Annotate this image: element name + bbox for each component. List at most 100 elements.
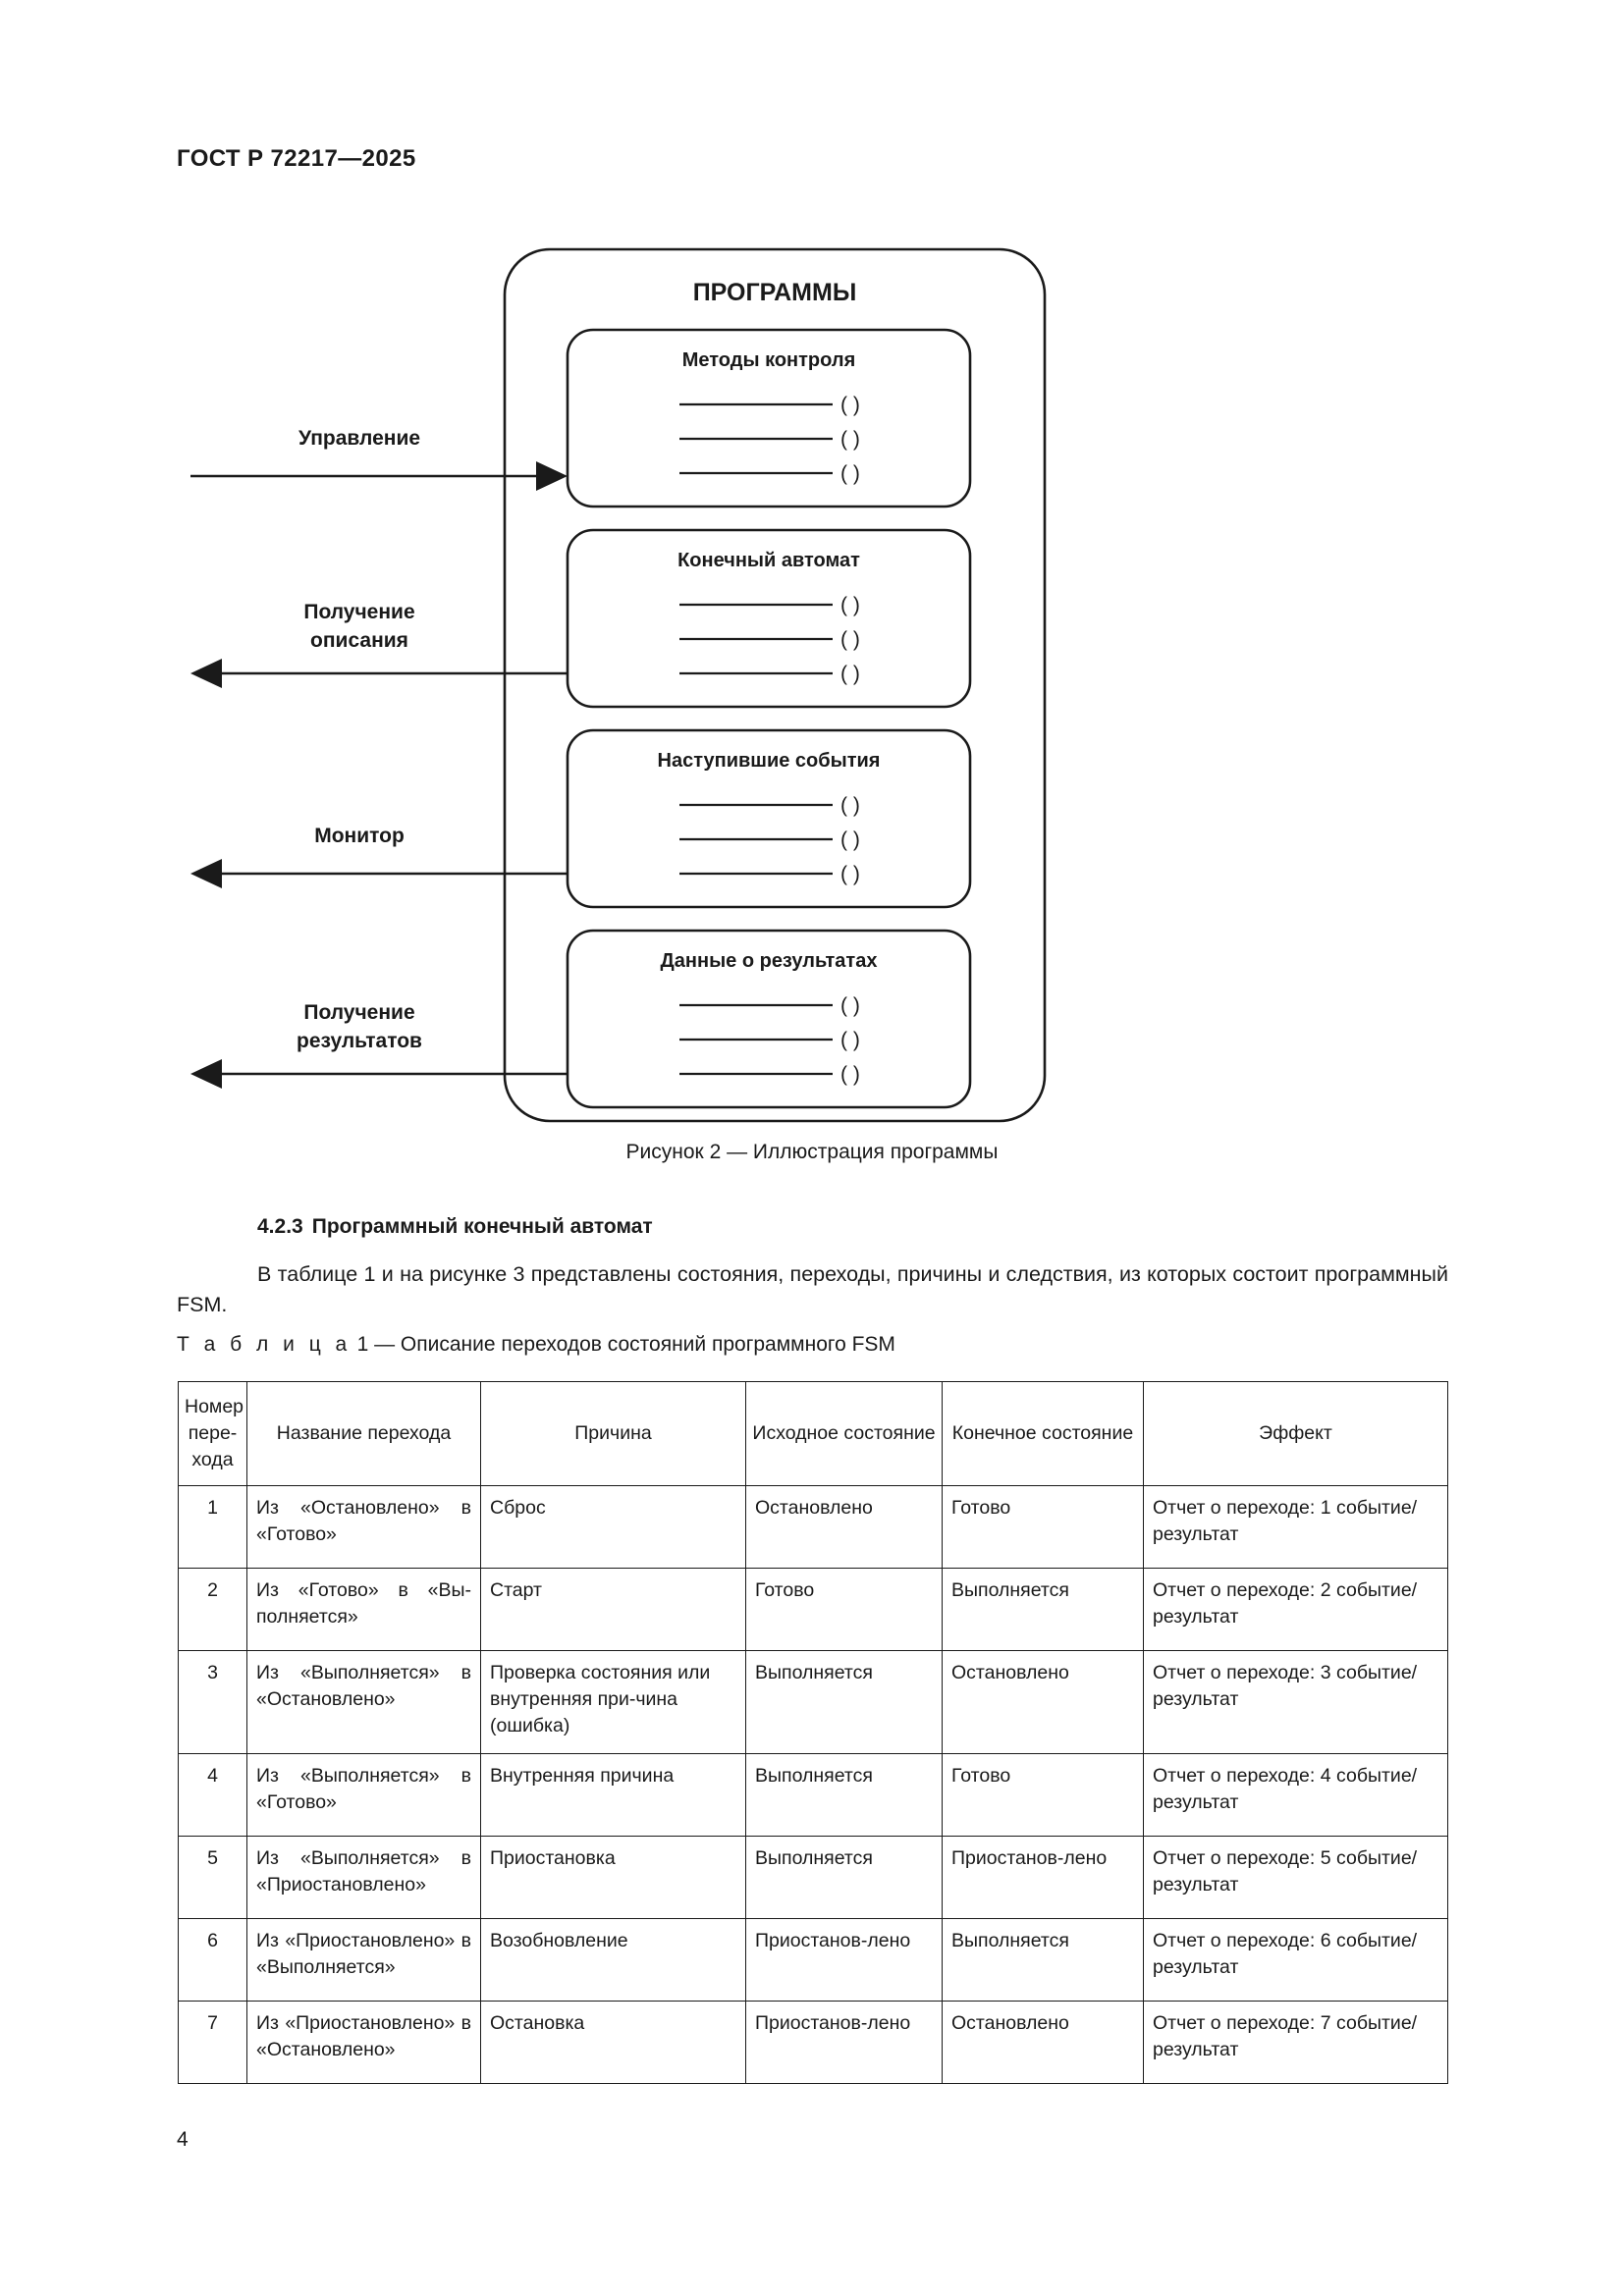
cell-cause: Старт (480, 1568, 746, 1651)
cell-cause: Сброс (480, 1485, 746, 1569)
box-dannye-o-rezultatah-slots: ( ) ( ) ( ) (679, 994, 860, 1086)
table-1-wrapper: Номер пере-хода Название перехода Причин… (178, 1381, 1448, 2084)
table-row: 3 Из «Выполняется» в «Остановлено» Прове… (178, 1650, 1448, 1754)
cell-transition-number: 7 (178, 2001, 247, 2084)
svg-text:( ): ( ) (840, 994, 860, 1017)
svg-text:( ): ( ) (840, 394, 860, 416)
arrow-poluchenie-opisaniya-label-2: описания (310, 629, 408, 652)
cell-transition-name: Из «Выполняется» в «Готово» (246, 1753, 481, 1837)
col-header-source-state: Исходное состояние (745, 1381, 943, 1486)
box-nastupivshie-sobytiya-title: Наступившие события (658, 750, 881, 772)
svg-text:( ): ( ) (840, 828, 860, 851)
cell-cause: Остановка (480, 2001, 746, 2084)
box-metody-kontrolya-shape (566, 328, 972, 508)
cell-effect: Отчет о переходе: 1 событие/результат (1143, 1485, 1448, 1569)
cell-transition-name: Из «Выполняется» в «Приостановлено» (246, 1836, 481, 1919)
cell-transition-number: 3 (178, 1650, 247, 1754)
cell-effect: Отчет о переходе: 2 событие/результат (1143, 1568, 1448, 1651)
table-row: 5 Из «Выполняется» в «Приостановлено» Пр… (178, 1836, 1448, 1919)
svg-text:( ): ( ) (840, 1063, 860, 1086)
svg-text:( ): ( ) (840, 628, 860, 651)
table-header-row: Номер пере-хода Название перехода Причин… (178, 1381, 1448, 1486)
cell-source-state: Приостанов-лено (745, 2001, 943, 2084)
figure-2-caption: Рисунок 2 — Иллюстрация программы (625, 1141, 999, 1163)
cell-transition-name: Из «Приостановлено» в «Остановлено» (246, 2001, 481, 2084)
cell-source-state: Остановлено (745, 1485, 943, 1569)
table-row: 2 Из «Готово» в «Вы-полняется» Старт Гот… (178, 1568, 1448, 1651)
svg-text:( ): ( ) (840, 462, 860, 485)
box-nastupivshie-sobytiya-slots: ( ) ( ) ( ) (679, 794, 860, 885)
cell-effect: Отчет о переходе: 6 событие/результат (1143, 1918, 1448, 2002)
page-header-standard-id: ГОСТ Р 72217—2025 (177, 145, 416, 172)
cell-target-state: Выполняется (942, 1568, 1144, 1651)
table-row: 4 Из «Выполняется» в «Готово» Внутренняя… (178, 1753, 1448, 1837)
table-row: 1 Из «Остановлено» в «Готово» Сброс Оста… (178, 1485, 1448, 1569)
cell-cause: Внутренняя причина (480, 1753, 746, 1837)
arrow-poluchenie-rezultatov-label-1: Получение (303, 1001, 414, 1024)
cell-source-state: Выполняется (745, 1836, 943, 1919)
clause-number: 4.2.3 (257, 1215, 303, 1238)
cell-cause: Приостановка (480, 1836, 746, 1919)
cell-transition-number: 1 (178, 1485, 247, 1569)
col-header-effect: Эффект (1143, 1381, 1448, 1486)
col-header-transition-name: Название перехода (246, 1381, 481, 1486)
programs-container-title: ПРОГРАММЫ (693, 279, 857, 306)
cell-transition-name: Из «Выполняется» в «Остановлено» (246, 1650, 481, 1754)
cell-target-state: Остановлено (942, 1650, 1144, 1754)
cell-transition-number: 6 (178, 1918, 247, 2002)
box-konechnyy-avtomat-slots: ( ) ( ) ( ) (679, 594, 860, 685)
fsm-transitions-table: Номер пере-хода Название перехода Причин… (178, 1381, 1448, 2084)
col-header-cause: Причина (480, 1381, 746, 1486)
arrow-poluchenie-opisaniya: Получение описания (190, 601, 568, 688)
table-row: 7 Из «Приостановлено» в «Остановлено» Ос… (178, 2001, 1448, 2084)
cell-transition-name: Из «Приостановлено» в «Выполняется» (246, 1918, 481, 2002)
arrow-upravlenie: Управление (190, 427, 568, 491)
figure-2-diagram: ПРОГРАММЫ Методы контроля ( ) ( ) ( ) Ко… (177, 236, 1447, 1148)
cell-effect: Отчет о переходе: 4 событие/результат (1143, 1753, 1448, 1837)
table-1-caption: Т а б л и ц а 1 — Описание переходов сос… (177, 1333, 895, 1357)
box-dannye-o-rezultatah-shape (566, 929, 972, 1109)
clause-title: Программный конечный автомат (311, 1215, 653, 1238)
svg-text:( ): ( ) (840, 863, 860, 885)
cell-source-state: Выполняется (745, 1753, 943, 1837)
cell-target-state: Остановлено (942, 2001, 1144, 2084)
arrow-poluchenie-rezultatov: Получение результатов (190, 1001, 568, 1089)
svg-text:( ): ( ) (840, 663, 860, 685)
cell-transition-name: Из «Остановлено» в «Готово» (246, 1485, 481, 1569)
cell-transition-name: Из «Готово» в «Вы-полняется» (246, 1568, 481, 1651)
clause-heading: 4.2.3 Программный конечный автомат (257, 1215, 653, 1239)
cell-effect: Отчет о переходе: 5 событие/результат (1143, 1836, 1448, 1919)
cell-effect: Отчет о переходе: 3 событие/результат (1143, 1650, 1448, 1754)
table-row: 6 Из «Приостановлено» в «Выполняется» Во… (178, 1918, 1448, 2002)
cell-target-state: Приостанов-лено (942, 1836, 1144, 1919)
box-konechnyy-avtomat-shape (566, 528, 972, 709)
box-metody-kontrolya-title: Методы контроля (682, 349, 855, 371)
arrow-monitor-label: Монитор (314, 825, 405, 847)
arrow-poluchenie-opisaniya-label-1: Получение (303, 601, 414, 623)
arrow-poluchenie-rezultatov-label-2: результатов (297, 1030, 422, 1052)
cell-transition-number: 2 (178, 1568, 247, 1651)
svg-text:( ): ( ) (840, 428, 860, 451)
cell-effect: Отчет о переходе: 7 событие/результат (1143, 2001, 1448, 2084)
col-header-transition-number: Номер пере-хода (178, 1381, 247, 1486)
table-caption-label: Т а б л и ц а (177, 1333, 352, 1356)
table-caption-rest: 1 — Описание переходов состояний програм… (356, 1333, 895, 1356)
cell-cause: Возобновление (480, 1918, 746, 2002)
cell-transition-number: 5 (178, 1836, 247, 1919)
svg-text:( ): ( ) (840, 594, 860, 616)
svg-text:( ): ( ) (840, 1029, 860, 1051)
cell-target-state: Готово (942, 1485, 1144, 1569)
clause-paragraph: В таблице 1 и на рисунке 3 представлены … (177, 1262, 1448, 1316)
col-header-target-state: Конечное состояние (942, 1381, 1144, 1486)
cell-source-state: Готово (745, 1568, 943, 1651)
cell-target-state: Готово (942, 1753, 1144, 1837)
cell-source-state: Выполняется (745, 1650, 943, 1754)
cell-source-state: Приостанов-лено (745, 1918, 943, 2002)
svg-text:( ): ( ) (840, 794, 860, 817)
page-number: 4 (177, 2128, 189, 2151)
box-konechnyy-avtomat-title: Конечный автомат (677, 550, 860, 571)
arrow-monitor: Монитор (190, 825, 568, 888)
cell-target-state: Выполняется (942, 1918, 1144, 2002)
cell-cause: Проверка состояния или внутренняя при-чи… (480, 1650, 746, 1754)
box-nastupivshie-sobytiya-shape (566, 728, 972, 909)
